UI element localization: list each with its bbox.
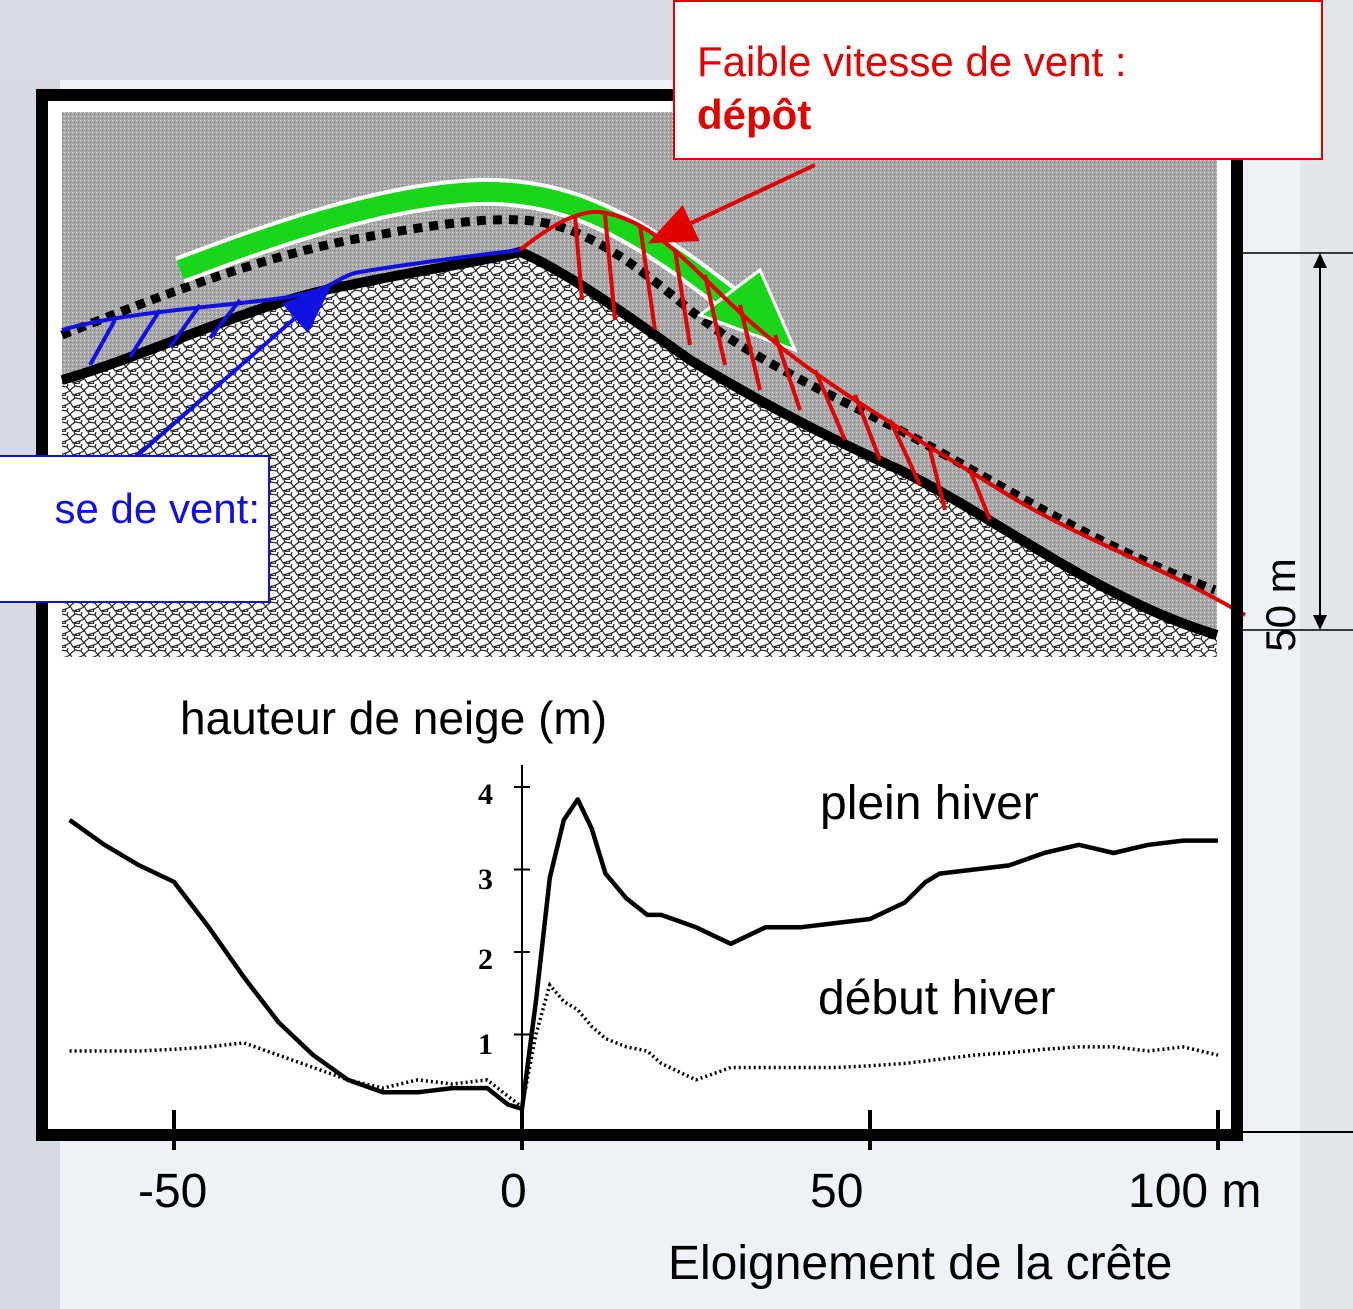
high-wind-callout-text: se de vent:: [54, 485, 260, 532]
y-ticks: [514, 786, 530, 1036]
y-tick-label-1: 1: [478, 1028, 493, 1061]
scale-label: 50 m: [1257, 558, 1304, 652]
low-wind-callout-keyword: dépôt: [697, 90, 812, 138]
scale-bar: [1243, 252, 1353, 631]
y-tick-label-3: 3: [478, 863, 493, 896]
x-tick-label-minus-50: -50: [138, 1165, 208, 1218]
x-tick-label-100: 100 m: [1128, 1165, 1262, 1218]
deposit-zone: [518, 209, 1247, 617]
snow-surface: [60, 215, 1217, 595]
high-wind-callout: se de vent:: [0, 455, 270, 603]
deposit-pointer: [647, 163, 816, 244]
terrain-cross-section: [60, 112, 1247, 657]
rock-body: [62, 252, 1217, 657]
series-label-debut-hiver: début hiver: [818, 972, 1056, 1025]
x-tick-label-50: 50: [810, 1165, 864, 1218]
y-tick-label-2: 2: [478, 943, 493, 976]
snow-height-chart: [62, 670, 1353, 1150]
low-wind-callout: Faible vitesse de vent : dépôt: [673, 0, 1323, 160]
x-ticks: [172, 1110, 1220, 1150]
y-tick-label-4: 4: [478, 778, 493, 811]
series-line-plein-hiver: [68, 797, 1218, 1112]
series-label-plein-hiver: plein hiver: [820, 777, 1039, 830]
x-axis-title: Eloignement de la crête: [668, 1237, 1173, 1290]
chart-title: hauteur de neige (m): [180, 692, 608, 744]
x-tick-label-0: 0: [500, 1165, 527, 1218]
erosion-pointer: [128, 286, 332, 464]
low-wind-callout-text: Faible vitesse de vent :: [697, 38, 1127, 85]
